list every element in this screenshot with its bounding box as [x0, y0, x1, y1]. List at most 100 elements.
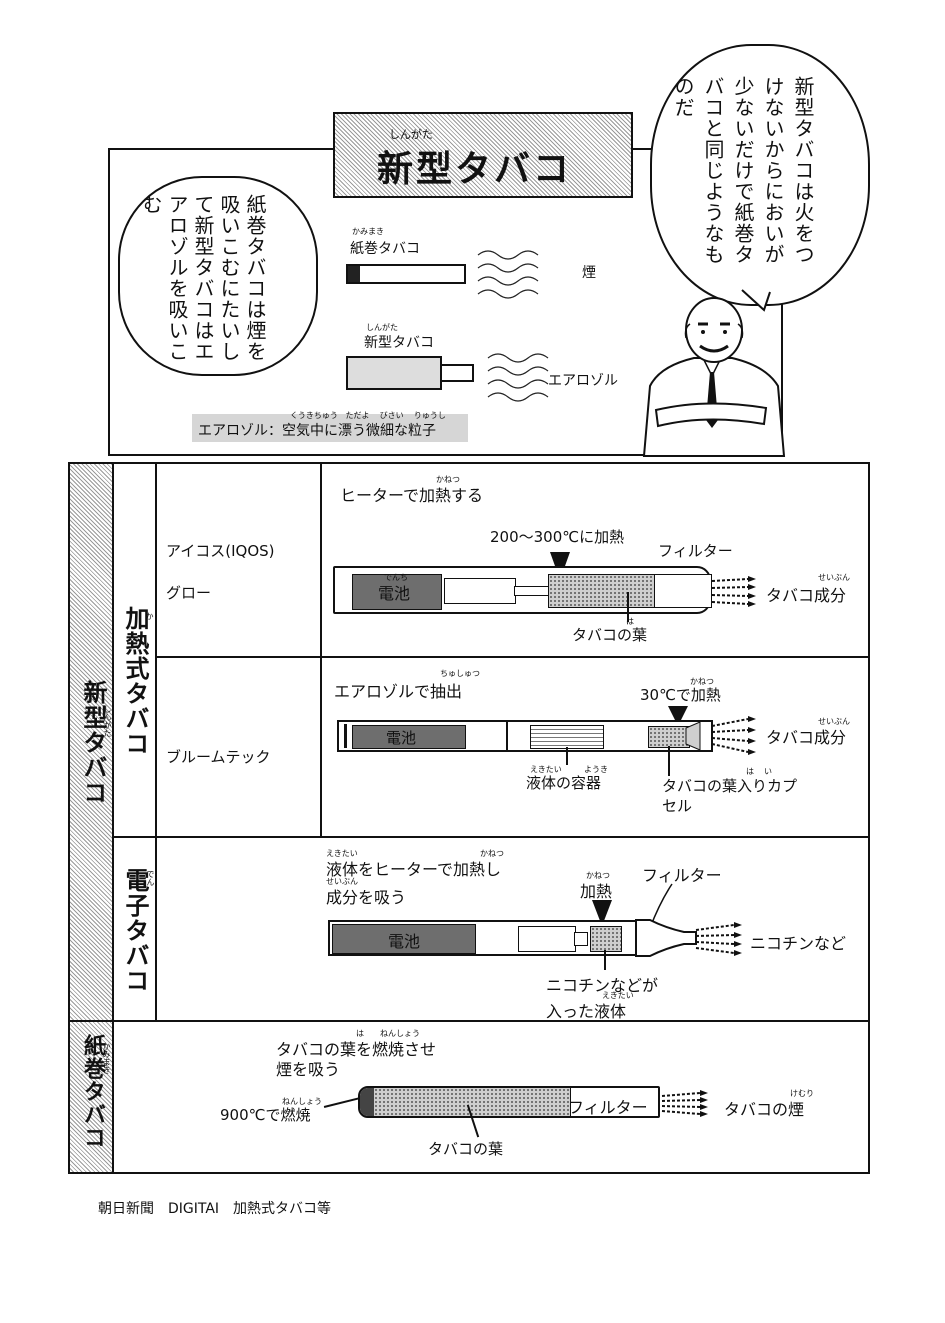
row2-container-ruby-1: えきたい — [530, 765, 562, 774]
group-new-ruby: しんがた — [103, 705, 112, 737]
row2-capsule-cone — [685, 721, 701, 751]
row3-heading-ruby-1: えきたい — [326, 849, 358, 858]
row2-container-label: 液体の容器 — [526, 774, 602, 792]
group-paper-label: 紙巻タバコ — [80, 1034, 105, 1149]
row1-battery-ruby: でんち — [384, 573, 408, 582]
row1-filter-label: フィルター — [658, 542, 733, 560]
row4-burning-tip — [360, 1088, 374, 1116]
row1-output-ruby: せいぶん — [818, 573, 850, 582]
right-speech-bubble — [650, 44, 870, 306]
row3-liquid — [590, 926, 622, 952]
definition-ruby: くうきちゅう ただよ びさい りゅうし — [290, 410, 446, 421]
row3-liquid-pointer — [604, 950, 606, 970]
row3-liquid-ruby: えきたい — [602, 991, 634, 1000]
aerosol-label: エアロゾル — [548, 373, 618, 389]
row3-output-arrows — [695, 922, 742, 956]
row1-heading: ヒーターで加熱する — [340, 486, 484, 505]
row3-heading-line2: 成分を吸う — [326, 888, 407, 907]
row1-battery-label: 電池 — [378, 584, 411, 603]
smoke-lines — [477, 250, 539, 299]
row4-heading-ruby-2: ねんしょう — [380, 1029, 420, 1038]
row4-output-arrows — [661, 1090, 708, 1117]
row3-heat-label: 加熱 — [580, 882, 613, 901]
smoke-label: 煙 — [582, 265, 596, 281]
definition-ruby-1: くうきちゅう — [290, 411, 338, 420]
row2-output-arrows — [711, 716, 756, 755]
row3-liquid-line2: 入った液体 — [546, 1002, 627, 1021]
row3-heat-arrow — [592, 900, 612, 926]
group-new-cell — [70, 464, 112, 1020]
row4-heading-line1: タバコの葉を燃焼させ — [276, 1040, 437, 1059]
left-bubble-text: 紙巻タバコは煙を吸いこむにたいして新型タバコはエアロゾルを吸いこむ — [139, 194, 267, 362]
sub-heated-ruby-1: か — [145, 612, 154, 620]
row1-leaf-label: タバコの葉 — [572, 626, 648, 644]
row1-tobacco-stick — [548, 574, 656, 608]
sub-heated-ruby: か — [145, 612, 154, 620]
new-tobacco-ruby: しんがた — [366, 323, 398, 332]
row2-capsule — [648, 726, 690, 748]
row1-battery — [352, 574, 442, 610]
row2-liquid-container — [530, 725, 604, 749]
definition-text: エアロゾル：空気中に漂う微細な粒子 — [198, 423, 436, 439]
new-tobacco-label: 新型タバコ — [364, 335, 434, 351]
row3-liquid-line1: ニコチンなどが — [546, 976, 659, 995]
row4-burn-label: 900℃で燃焼 — [220, 1106, 311, 1124]
definition-ruby-4: りゅうし — [413, 411, 446, 420]
row2-heat-ruby: かねつ — [690, 677, 714, 686]
new-tobacco-drawing — [346, 356, 442, 390]
col-line-3 — [320, 464, 322, 836]
col-line-1 — [112, 464, 114, 1172]
row4-filter-label: フィルター — [568, 1098, 648, 1117]
row2-capsule-ruby-2: い — [764, 767, 772, 776]
product-ploom: ブルームテック — [166, 748, 271, 766]
row1-filter — [654, 574, 712, 608]
definition-strip — [192, 414, 468, 442]
group-paper-ruby: かみまき — [102, 1042, 111, 1074]
group-new-label: 新型タバコ — [79, 680, 107, 805]
row2-container-ruby-2: ようき — [584, 765, 608, 774]
row2-container-pointer — [566, 747, 568, 765]
cigarette-label: 紙巻タバコ — [350, 241, 420, 257]
row1-heading-ruby: かねつ — [436, 475, 460, 484]
row2-output-label: タバコ成分 — [766, 728, 847, 747]
row4-tobacco-leaf — [374, 1088, 571, 1116]
row3-heat-ruby: かねつ — [586, 871, 610, 880]
cigarette-drawing — [346, 264, 466, 284]
row2-capsule-ruby-1: は — [746, 767, 754, 776]
source-credit: 朝日新聞 DIGITAI 加熱式タバコ等 — [98, 1201, 332, 1217]
row1-heater-housing — [444, 578, 516, 604]
row2-battery — [352, 725, 466, 749]
row-line-3 — [70, 1020, 868, 1022]
row2-capsule-label: タバコの葉入りカプセル — [662, 777, 798, 815]
row3-mouthpiece — [635, 919, 697, 957]
row4-output-label: タバコの煙 — [724, 1100, 805, 1119]
row-line-2 — [112, 836, 868, 838]
row4-leaf-label: タバコの葉 — [428, 1140, 504, 1158]
row2-separator — [506, 722, 508, 750]
row3-heater-tip — [574, 932, 588, 946]
row3-heading-ruby-3: せいぶん — [326, 877, 358, 886]
row4-cigarette — [358, 1086, 660, 1118]
new-tobacco-tip — [440, 364, 474, 382]
row3-output-label: ニコチンなど — [750, 934, 847, 953]
title-box: しんがた 新型タバコ — [333, 112, 633, 198]
row4-heading-line2: 煙を吸う — [276, 1060, 341, 1079]
group-paper-cell — [70, 1022, 112, 1172]
row2-heat-label: 30℃で加熱 — [640, 686, 721, 704]
aerosol-lines — [487, 353, 549, 402]
row3-chamber — [518, 926, 576, 952]
row2-inner-cap — [344, 724, 347, 748]
row1-heat-label: 200〜300℃に加熱 — [490, 528, 625, 546]
definition-ruby-3: びさい — [379, 411, 404, 420]
row4-heading-ruby-1: は — [356, 1029, 364, 1038]
sub-ecig-label: 電子タバコ — [121, 868, 149, 993]
sub-heated-label: 加熱式タバコ — [121, 606, 149, 756]
row2-capsule-pointer — [668, 746, 670, 776]
row3-filter-label: フィルター — [642, 866, 722, 885]
row4-burn-ruby: ねんしょう — [282, 1097, 322, 1106]
row2-heading: エアロゾルで抽出 — [334, 682, 463, 701]
row2-heat-arrow — [668, 706, 688, 726]
row2-heading-ruby: ちゅしゅつ — [440, 669, 480, 678]
row2-output-ruby: せいぶん — [818, 717, 850, 726]
page-title: 新型タバコ — [377, 149, 573, 190]
